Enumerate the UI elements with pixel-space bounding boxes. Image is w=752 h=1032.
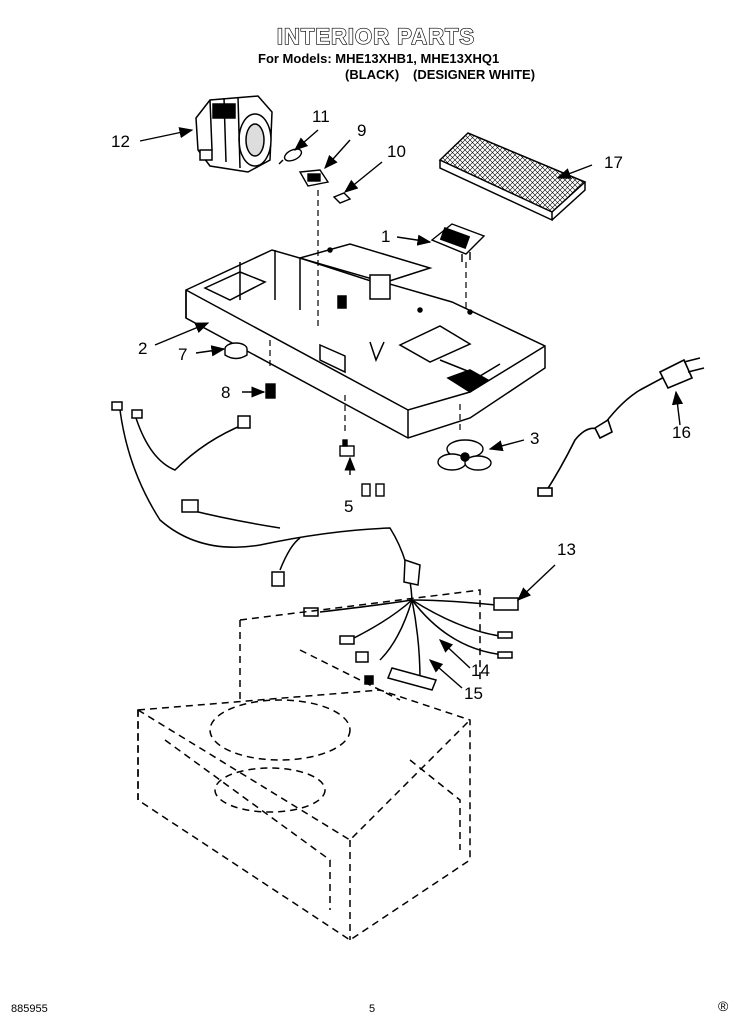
page-title: INTERIOR PARTS <box>276 23 476 49</box>
registration-mark: ® <box>718 998 729 1014</box>
control-board-part <box>430 223 486 262</box>
color-label-white: (DESIGNER WHITE) <box>413 67 536 82</box>
callout-8: 8 <box>221 383 231 402</box>
callout-3: 3 <box>530 429 540 448</box>
grease-filter-part <box>438 132 587 222</box>
wire-harness-part <box>111 401 519 691</box>
lamp-socket-part <box>298 169 330 187</box>
model-list: For Models: MHE13XHB1, MHE13XHQ1 <box>258 51 500 66</box>
thermostat-part <box>224 342 248 360</box>
leader-arrows <box>139 127 684 689</box>
callout-7: 7 <box>178 345 188 364</box>
lamp-part <box>278 148 303 165</box>
callout-10: 10 <box>387 142 406 161</box>
oven-cavity-outline <box>137 589 481 941</box>
callout-12: 12 <box>111 132 130 151</box>
document-number: 885955 <box>11 1003 48 1015</box>
callout-2: 2 <box>138 339 148 358</box>
callout-17: 17 <box>604 153 623 172</box>
terminal-switch-part <box>339 439 385 497</box>
callout-1: 1 <box>381 227 391 246</box>
callout-15: 15 <box>464 684 483 703</box>
callout-11: 11 <box>312 107 330 126</box>
callout-9: 9 <box>357 121 367 140</box>
power-cord-part <box>537 357 705 497</box>
color-label-black: (BLACK) <box>345 67 400 82</box>
page-number: 5 <box>369 1003 376 1015</box>
clip-part <box>332 192 352 204</box>
fuse-holder-part <box>265 383 276 399</box>
callout-5: 5 <box>344 497 354 516</box>
blower-motor-part <box>195 95 273 173</box>
callout-14: 14 <box>471 661 490 680</box>
assembly-guide-lines <box>269 190 467 435</box>
chassis-base-part <box>185 243 546 439</box>
callout-13: 13 <box>557 540 576 559</box>
callout-16: 16 <box>672 423 691 442</box>
fan-blade-part <box>437 439 492 471</box>
